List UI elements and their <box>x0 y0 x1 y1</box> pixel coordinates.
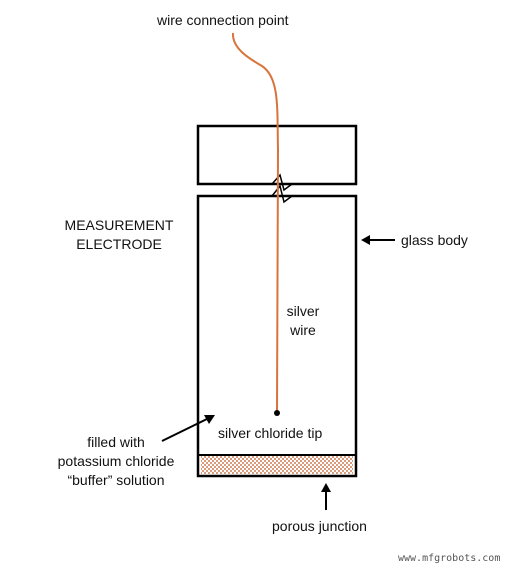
break-symbol-lower <box>271 184 293 204</box>
silver-chloride-tip-label: silver chloride tip <box>218 425 323 441</box>
filled-label-line3: “buffer” solution <box>67 472 165 488</box>
watermark: www.mfgrobots.com <box>398 553 501 564</box>
filled-label-line1: filled with <box>87 434 145 450</box>
measurement-label-line1: MEASUREMENT <box>64 217 174 233</box>
measurement-electrode-label: MEASUREMENT ELECTRODE <box>53 216 185 254</box>
silver-wire-label: silver wire <box>278 302 328 340</box>
measurement-label-line2: ELECTRODE <box>76 236 162 252</box>
filled-label-line2: potassium chloride <box>57 453 175 469</box>
filled-with-arrow <box>161 417 210 442</box>
porous-junction-arrowhead <box>321 483 331 492</box>
porous-junction-region <box>201 455 353 474</box>
silver-wire <box>231 32 280 413</box>
glass-body-label: glass body <box>401 232 468 248</box>
filled-with-arrowhead <box>204 415 215 424</box>
silver-wire-label-line1: silver <box>286 303 320 319</box>
filled-with-label: filled with potassium chloride “buffer” … <box>36 433 196 490</box>
silver-chloride-tip-dot <box>274 410 280 416</box>
glass-body-arrowhead <box>361 235 370 245</box>
porous-junction-label: porous junction <box>272 518 367 534</box>
silver-wire-label-line2: wire <box>290 322 316 338</box>
wire-connection-label: wire connection point <box>157 12 289 28</box>
break-symbol-upper <box>271 173 293 192</box>
